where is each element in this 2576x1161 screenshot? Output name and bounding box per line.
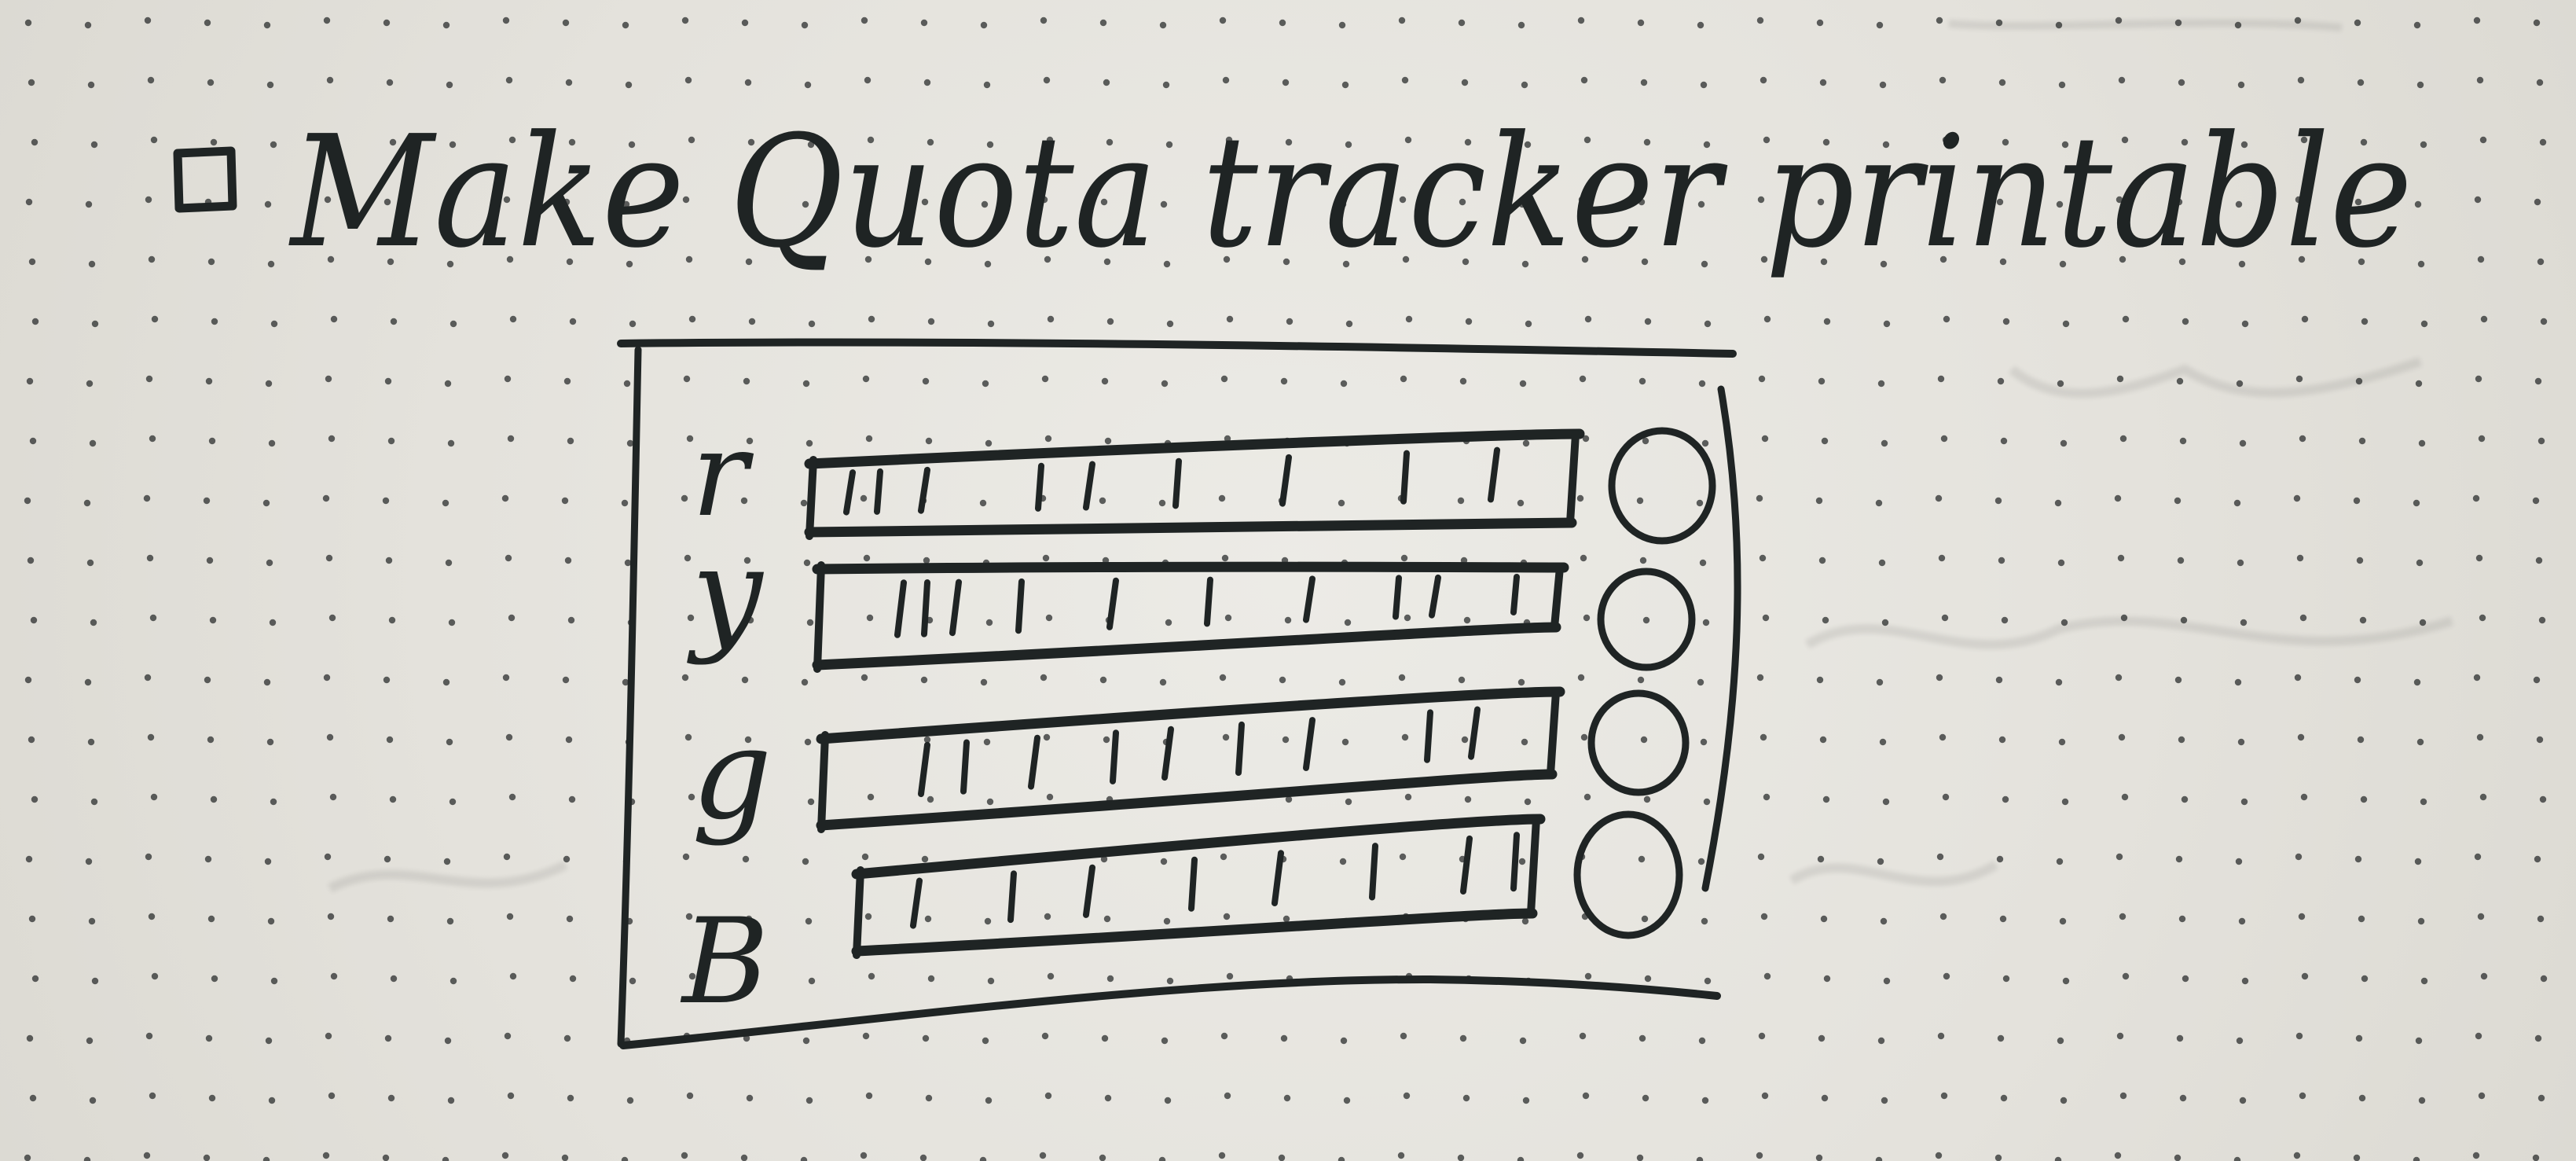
bar-r (804, 428, 1585, 540)
row-label-g: g (692, 700, 772, 847)
status-circle-r[interactable] (1608, 427, 1716, 545)
row-label-r: r (692, 406, 754, 543)
tracker-bars (804, 428, 1585, 959)
row-label-y: y (687, 520, 765, 667)
tracker-frame (617, 338, 1741, 1049)
row-label-B: B (680, 894, 769, 1031)
status-circles (1573, 427, 1716, 939)
bar-B (851, 814, 1546, 959)
bar-g (816, 686, 1565, 833)
status-circle-g[interactable] (1587, 689, 1690, 796)
status-circle-y[interactable] (1597, 568, 1696, 671)
task-text: Make Quota tracker printable (288, 103, 2413, 282)
task-checkbox[interactable] (173, 146, 237, 213)
row-labels: r y g B (680, 406, 772, 1031)
status-circle-B[interactable] (1573, 810, 1683, 939)
bar-y (812, 561, 1569, 673)
